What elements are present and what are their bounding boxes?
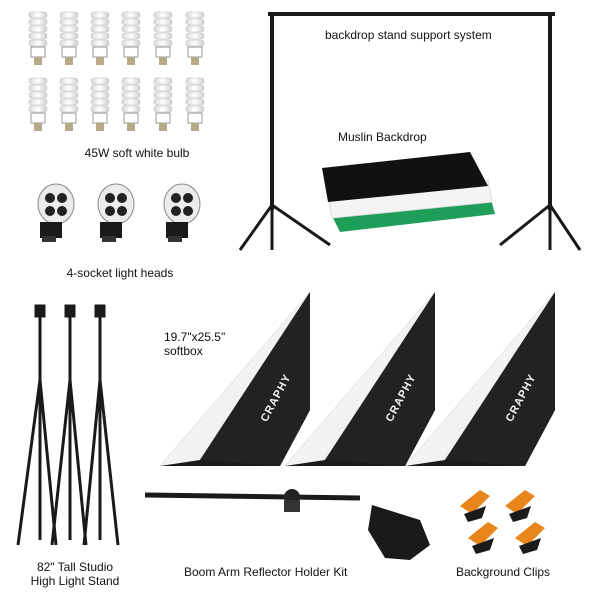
bulb bbox=[90, 77, 110, 131]
softbox bbox=[285, 292, 435, 466]
softbox-size-line1: 19.7"x25.5" bbox=[164, 330, 226, 344]
socket-head bbox=[37, 183, 75, 242]
bulb bbox=[59, 77, 79, 131]
softbox-size-line2: softbox bbox=[164, 344, 203, 358]
bulb bbox=[121, 77, 141, 131]
bulb bbox=[121, 11, 141, 65]
boom-arm-label: Boom Arm Reflector Holder Kit bbox=[184, 565, 348, 579]
bulb bbox=[28, 77, 48, 131]
bulb bbox=[153, 11, 173, 65]
backdrop-stand bbox=[238, 12, 582, 251]
light-stands bbox=[16, 304, 120, 546]
bulbs-label: 45W soft white bulb bbox=[84, 146, 190, 160]
background-clips bbox=[460, 490, 545, 554]
backdrop-stand-label: backdrop stand support system bbox=[325, 28, 492, 42]
socket-head bbox=[97, 183, 135, 242]
light-stand-line1: 82" Tall Studio bbox=[36, 560, 114, 574]
softbox-group bbox=[160, 292, 555, 466]
bulb bbox=[90, 11, 110, 65]
light-stand-line2: High Light Stand bbox=[30, 574, 120, 588]
softbox bbox=[160, 292, 310, 466]
boom-arm bbox=[144, 489, 430, 560]
clips-label: Background Clips bbox=[456, 565, 551, 579]
sockets-label: 4-socket light heads bbox=[66, 266, 174, 280]
softbox bbox=[405, 292, 555, 466]
bulb bbox=[185, 11, 205, 65]
bulb bbox=[153, 77, 173, 131]
bulb bbox=[59, 11, 79, 65]
muslin-label: Muslin Backdrop bbox=[338, 130, 427, 144]
muslin-backdrops bbox=[322, 152, 495, 232]
softbox-size-label: 19.7"x25.5" softbox bbox=[164, 330, 225, 358]
bulb bbox=[185, 77, 205, 131]
socket-head bbox=[163, 183, 201, 242]
socket-head-group bbox=[37, 183, 201, 242]
bulb bbox=[28, 11, 48, 65]
light-stand-label: 82" Tall Studio High Light Stand bbox=[10, 560, 140, 588]
bulb-group bbox=[28, 11, 205, 131]
